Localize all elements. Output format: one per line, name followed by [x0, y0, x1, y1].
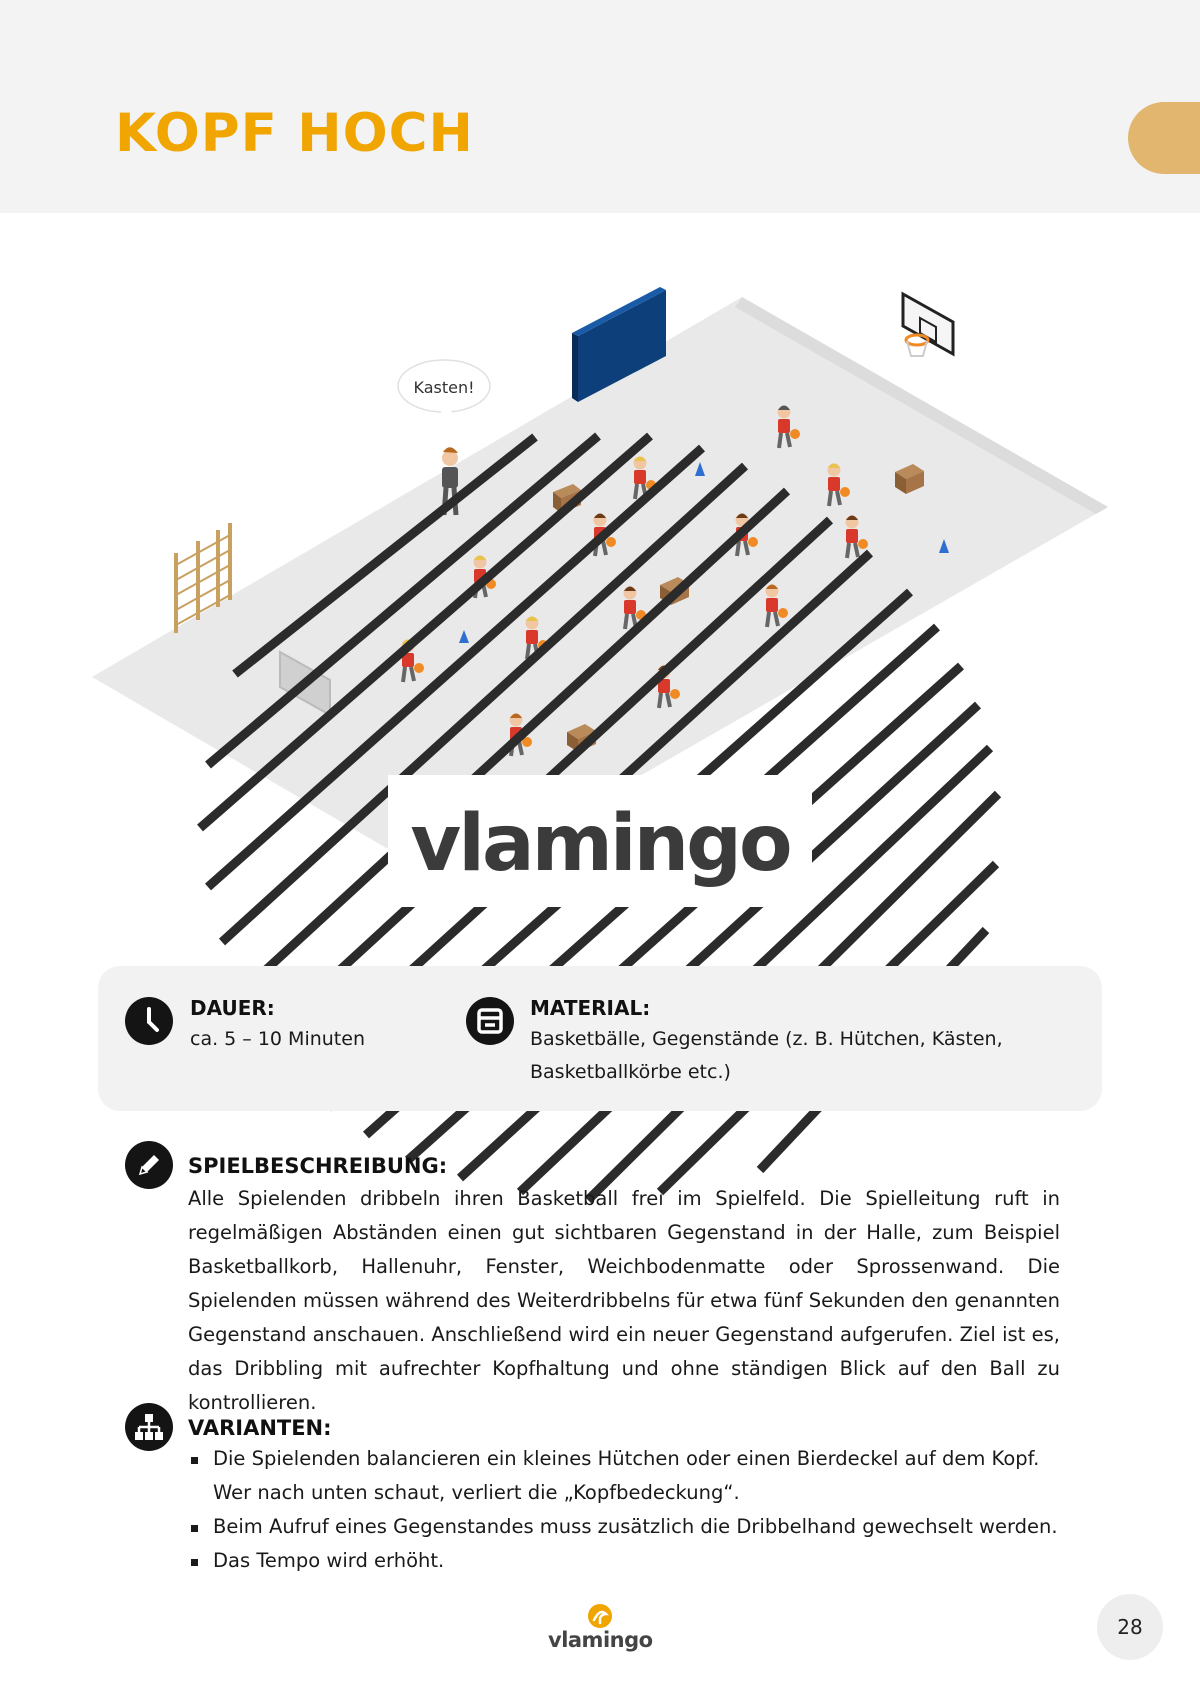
clock-icon: [125, 997, 173, 1045]
chapter-tab: [1128, 102, 1200, 174]
hierarchy-icon: [125, 1403, 173, 1451]
description-text: Alle Spielenden dribbeln ihren Basketbal…: [188, 1187, 1060, 1414]
page-title: KOPF HOCH: [115, 103, 474, 164]
player-figure: [827, 463, 850, 507]
list-item: Das Tempo wird erhöht.: [188, 1544, 1060, 1578]
pencil-icon: [125, 1141, 173, 1189]
watermark-panel: [388, 775, 812, 907]
box-icon: [895, 464, 924, 494]
wall-bars-icon: [174, 523, 232, 633]
basketball-hoop-icon: [901, 291, 955, 357]
mat-icon: [572, 287, 666, 402]
variants-list: Die Spielenden balancieren ein kleines H…: [188, 1442, 1060, 1578]
watermark-text: vlamingo: [410, 799, 790, 889]
variants-heading: VARIANTEN:: [188, 1416, 332, 1440]
list-item: Beim Aufruf eines Gegenstandes muss zusä…: [188, 1510, 1060, 1544]
description-heading: SPIELBESCHREIBUNG:: [188, 1154, 448, 1178]
material-label: MATERIAL:: [530, 996, 651, 1020]
material-icon: [466, 997, 514, 1045]
page-number: 28: [1097, 1594, 1163, 1660]
gym-floor: [92, 297, 1108, 885]
material-line-2: Basketballkörbe etc.): [530, 1061, 731, 1083]
speech-bubble: Kasten!: [397, 359, 491, 424]
cone-icon: [939, 539, 949, 553]
vlamingo-logo-icon: [588, 1604, 612, 1628]
info-box: [98, 966, 1102, 1111]
cone-icon: [695, 462, 705, 476]
duration-value: ca. 5 – 10 Minuten: [190, 1028, 365, 1050]
footer-logo-text: vlamingo: [548, 1628, 653, 1652]
duration-label: DAUER:: [190, 996, 275, 1020]
cone-icon: [459, 630, 469, 643]
list-item: Die Spielenden balancieren ein kleines H…: [188, 1442, 1060, 1510]
player-figure: [525, 616, 548, 660]
player-figure: [777, 405, 800, 449]
material-line-1: Basketbälle, Gegenstände (z. B. Hütchen,…: [530, 1028, 1003, 1050]
page-header: KOPF HOCH: [0, 0, 1200, 213]
speech-bubble-text: Kasten!: [413, 378, 474, 397]
player-figure: [845, 515, 868, 559]
player-figure: [765, 584, 788, 628]
